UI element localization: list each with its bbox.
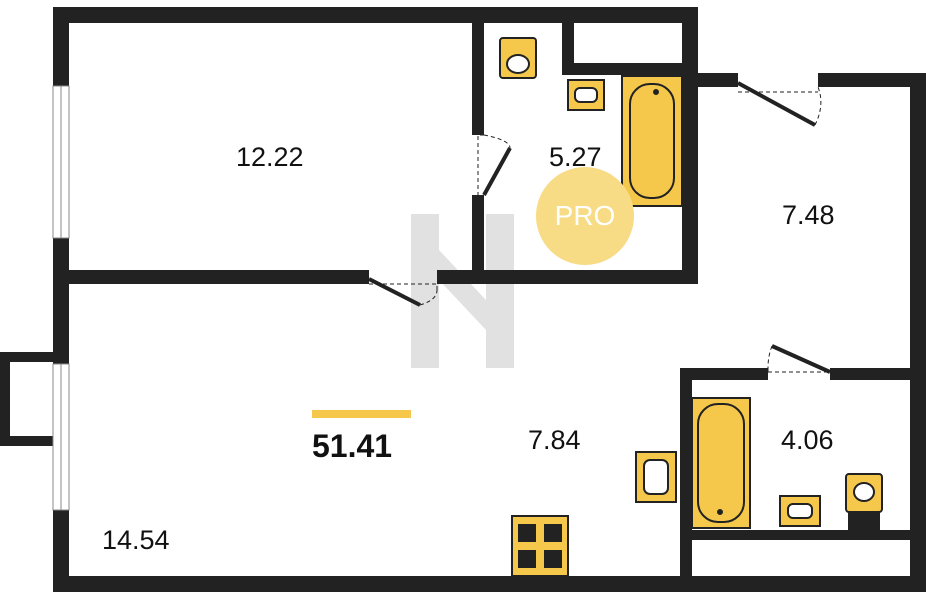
room-area-5-27: 5.27 <box>549 142 602 172</box>
total-accent-bar <box>312 410 411 418</box>
room-area-4-06: 4.06 <box>781 425 834 455</box>
pro-badge-label: PRO <box>554 200 616 231</box>
sink-2-icon <box>635 451 677 503</box>
room-area-12-22: 12.22 <box>236 142 304 172</box>
door-4-06 <box>767 344 831 374</box>
walls <box>0 7 926 592</box>
pro-badge: PRO <box>536 167 634 265</box>
room-area-7-84: 7.84 <box>528 425 581 455</box>
total-area: 51.41 <box>312 428 393 464</box>
room-area-7-48: 7.48 <box>782 200 835 230</box>
room-area-14-54: 14.54 <box>102 525 170 555</box>
stove-icon <box>511 515 569 577</box>
toilet-2-icon <box>845 473 883 530</box>
window-left-upper <box>52 85 70 239</box>
door-7-48 <box>737 81 822 127</box>
sink-3-icon <box>779 495 821 527</box>
toilet-icon <box>499 37 537 79</box>
door-14-54 <box>368 277 438 307</box>
watermark-logo <box>411 214 514 368</box>
window-left-lower <box>52 363 70 511</box>
sink-icon <box>567 79 605 111</box>
bathtub-icon <box>621 75 683 207</box>
bathtub-2-icon <box>691 397 751 529</box>
door-12-22 <box>477 134 512 196</box>
